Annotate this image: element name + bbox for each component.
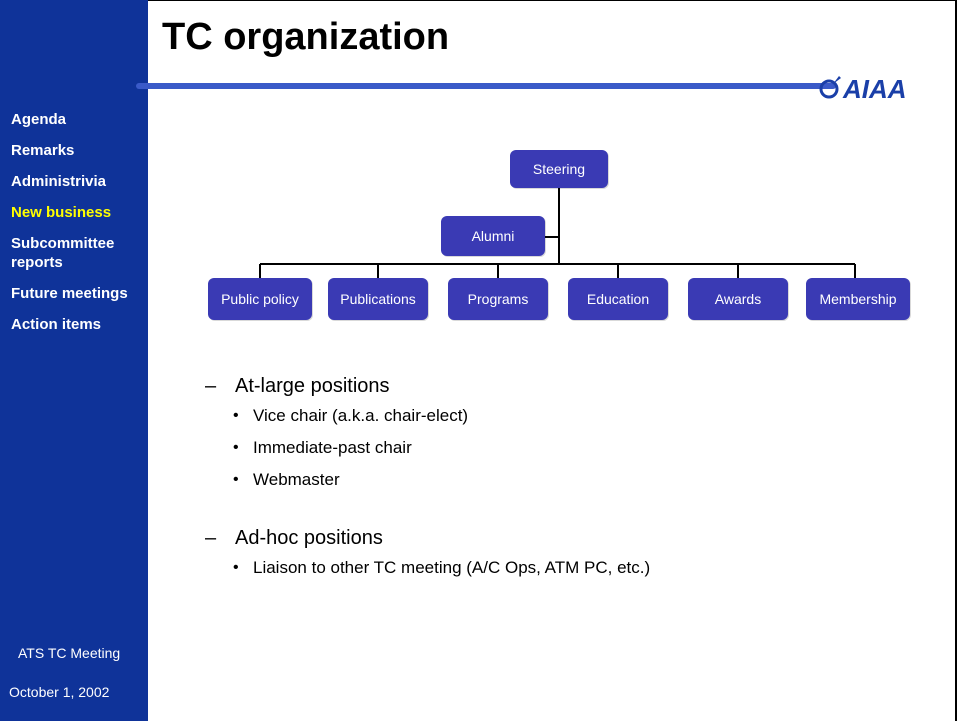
aiaa-logo: AIAA [819, 74, 907, 104]
nav-item-administrivia[interactable]: Administrivia [11, 173, 107, 190]
top-border [148, 0, 957, 1]
footer-date: October 1, 2002 [9, 684, 110, 700]
nav-list: Agenda Remarks Administrivia New busines… [11, 110, 148, 346]
bullet-heading: At-large positions [205, 374, 650, 398]
nav-item-new-business[interactable]: New business [11, 204, 112, 221]
bullet-group-at-large: At-large positions Vice chair (a.k.a. ch… [205, 374, 650, 490]
nav-item-remarks[interactable]: Remarks [11, 142, 75, 159]
page-title: TC organization [162, 16, 450, 58]
bullet-group-ad-hoc: Ad-hoc positions Liaison to other TC mee… [205, 526, 650, 578]
bullet-heading: Ad-hoc positions [205, 526, 650, 550]
right-border [955, 0, 957, 721]
org-box-public-policy: Public policy [208, 278, 312, 320]
bullet-item: Webmaster [205, 470, 650, 490]
org-box-awards: Awards [688, 278, 788, 320]
footer-meeting: ATS TC Meeting [18, 645, 121, 661]
org-box-education: Education [568, 278, 668, 320]
nav-item-agenda[interactable]: Agenda [11, 111, 67, 128]
bullet-item: Liaison to other TC meeting (A/C Ops, AT… [205, 558, 650, 578]
nav-item-action-items[interactable]: Action items [11, 316, 102, 333]
org-box-membership: Membership [806, 278, 910, 320]
org-box-alumni: Alumni [441, 216, 545, 256]
nav-item-future-meetings[interactable]: Future meetings [11, 285, 128, 302]
org-box-publications: Publications [328, 278, 428, 320]
bullet-item: Immediate-past chair [205, 438, 650, 458]
org-box-programs: Programs [448, 278, 548, 320]
bullet-list: At-large positions Vice chair (a.k.a. ch… [205, 374, 650, 590]
logo-text: AIAA [842, 74, 907, 104]
title-rule [136, 83, 836, 89]
org-box-steering: Steering [510, 150, 608, 188]
sidebar: Agenda Remarks Administrivia New busines… [0, 0, 148, 721]
bullet-item: Vice chair (a.k.a. chair-elect) [205, 406, 650, 426]
nav-item-subcommittee-reports[interactable]: Subcommittee reports [11, 235, 115, 271]
